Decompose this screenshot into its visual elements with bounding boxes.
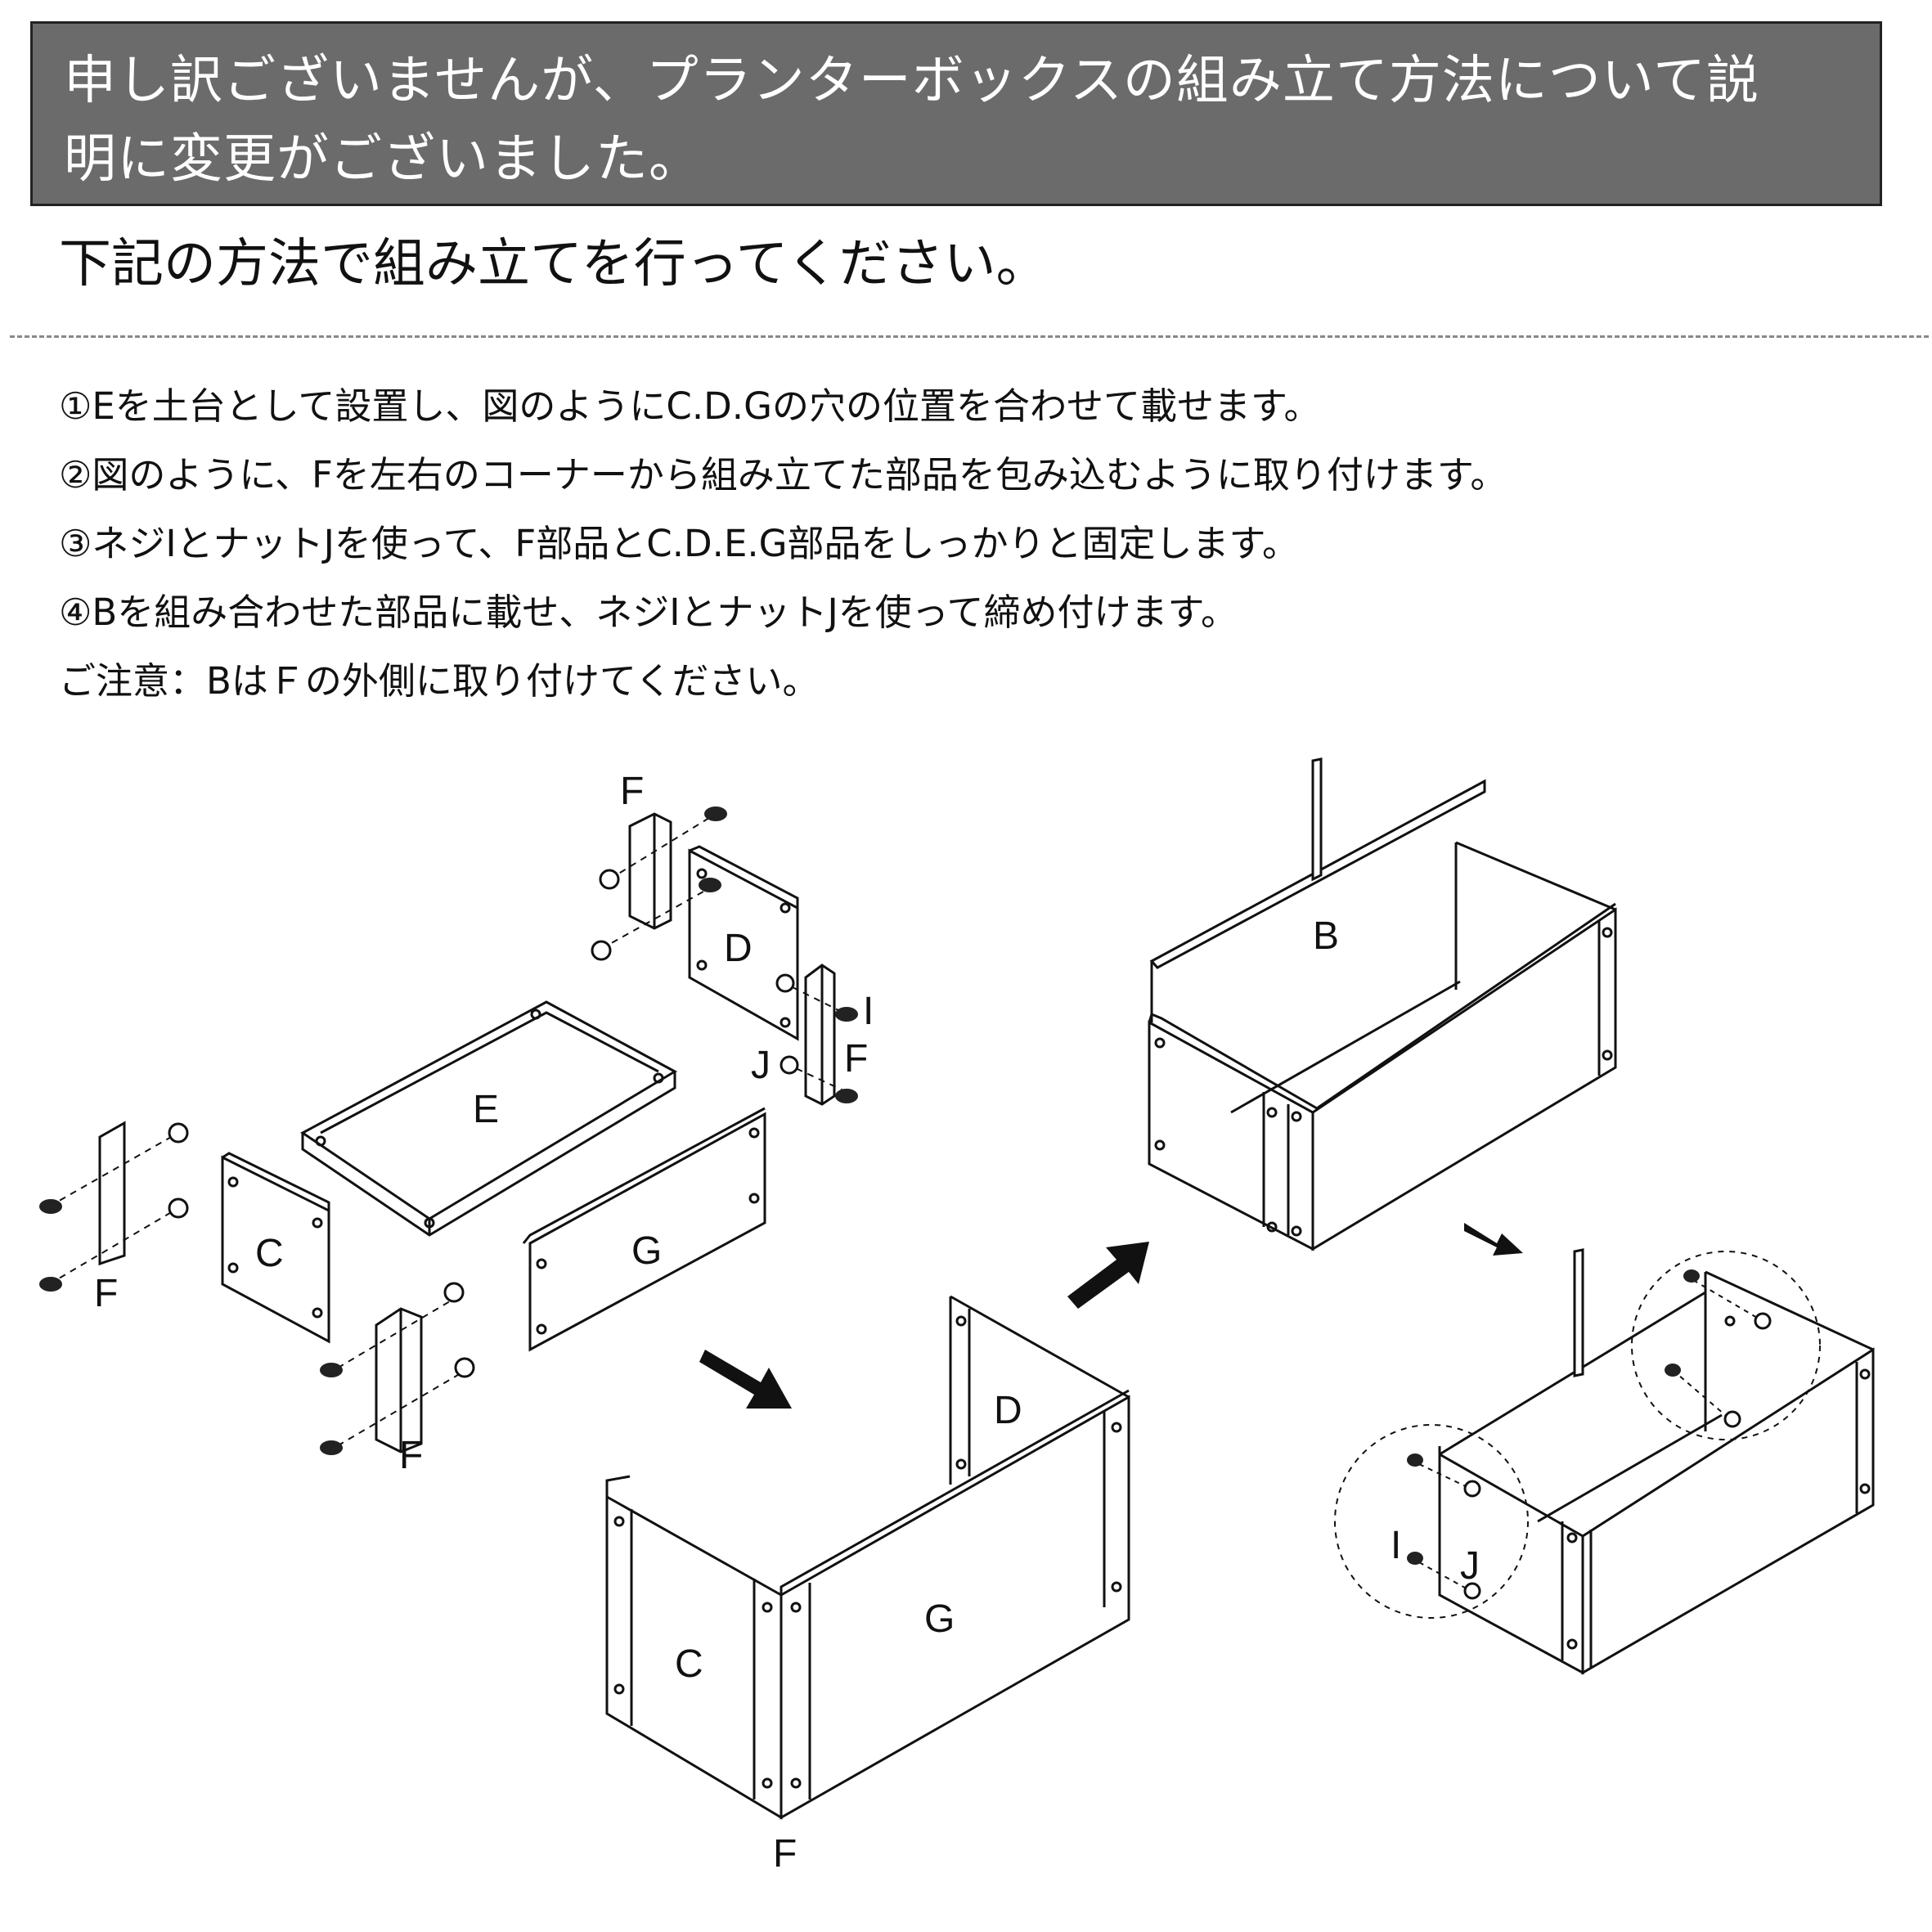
part-f-bracket-right bbox=[804, 964, 836, 1106]
step-3: ③ネジIとナットJを使って、F部品とC.D.E.G部品をしっかりと固定します。 bbox=[59, 522, 1300, 565]
assembly-final bbox=[1438, 1248, 1875, 1675]
label-f-top: F bbox=[620, 770, 644, 813]
label-f-assembled: F bbox=[773, 1832, 797, 1876]
label-c-assembled: C bbox=[675, 1642, 703, 1686]
step-4: ④Bを組み合わせた部品に載せ、ネジIとナットJを使って締め付けます。 bbox=[59, 591, 1238, 634]
part-e-tray bbox=[300, 1000, 678, 1237]
caution-note: ご注意：BはＦの外側に取り付けてください。 bbox=[59, 659, 820, 703]
part-f-bracket-bottom bbox=[375, 1307, 423, 1453]
label-f-left: F bbox=[94, 1272, 118, 1315]
label-g-assembled: G bbox=[924, 1597, 955, 1641]
label-i-final: I bbox=[1391, 1524, 1401, 1567]
instruction-heading: 下記の方法で組み立てを行ってください。 bbox=[59, 234, 1049, 294]
assembly-steps: ①Eを土台として設置し、図のようにC.D.Gの穴の位置を合わせて載せます。 ②図… bbox=[59, 372, 1507, 716]
step-2: ②図のように、Fを左右のコーナーから組み立てた部品を包み込むように取り付けます。 bbox=[59, 453, 1507, 496]
part-c-panel bbox=[221, 1152, 330, 1344]
part-g-panel bbox=[522, 1107, 766, 1352]
label-c: C bbox=[255, 1232, 284, 1275]
part-d-panel bbox=[688, 845, 799, 1041]
assembly-cdg bbox=[605, 1295, 1130, 1820]
part-f-bracket-left bbox=[98, 1121, 126, 1266]
label-d: D bbox=[724, 927, 753, 970]
detail-circles bbox=[1334, 1251, 1821, 1619]
dashed-divider bbox=[10, 335, 1929, 338]
label-f-bottom: F bbox=[399, 1434, 423, 1477]
label-j-final: J bbox=[1460, 1544, 1480, 1588]
part-f-bracket-top bbox=[628, 812, 672, 930]
label-f-right: F bbox=[844, 1037, 868, 1081]
label-d-assembled: D bbox=[994, 1389, 1022, 1432]
label-b: B bbox=[1313, 914, 1339, 958]
label-e: E bbox=[473, 1088, 499, 1131]
notice-line-1: 申し訳ございませんが、プランターボックスの組み立て方法について説 bbox=[64, 51, 1759, 111]
notice-line-2: 明に変更がございました。 bbox=[64, 129, 702, 190]
arrows bbox=[699, 1223, 1523, 1409]
notice-banner: 申し訳ございませんが、プランターボックスの組み立て方法について説 明に変更がござ… bbox=[30, 21, 1882, 206]
label-j-top: J bbox=[751, 1044, 771, 1087]
label-g: G bbox=[631, 1229, 662, 1273]
screws-and-nuts bbox=[39, 806, 1772, 1600]
assembly-with-b bbox=[1148, 757, 1617, 1251]
label-i-top: I bbox=[863, 990, 874, 1033]
step-1: ①Eを土台として設置し、図のようにC.D.Gの穴の位置を合わせて載せます。 bbox=[59, 384, 1321, 428]
